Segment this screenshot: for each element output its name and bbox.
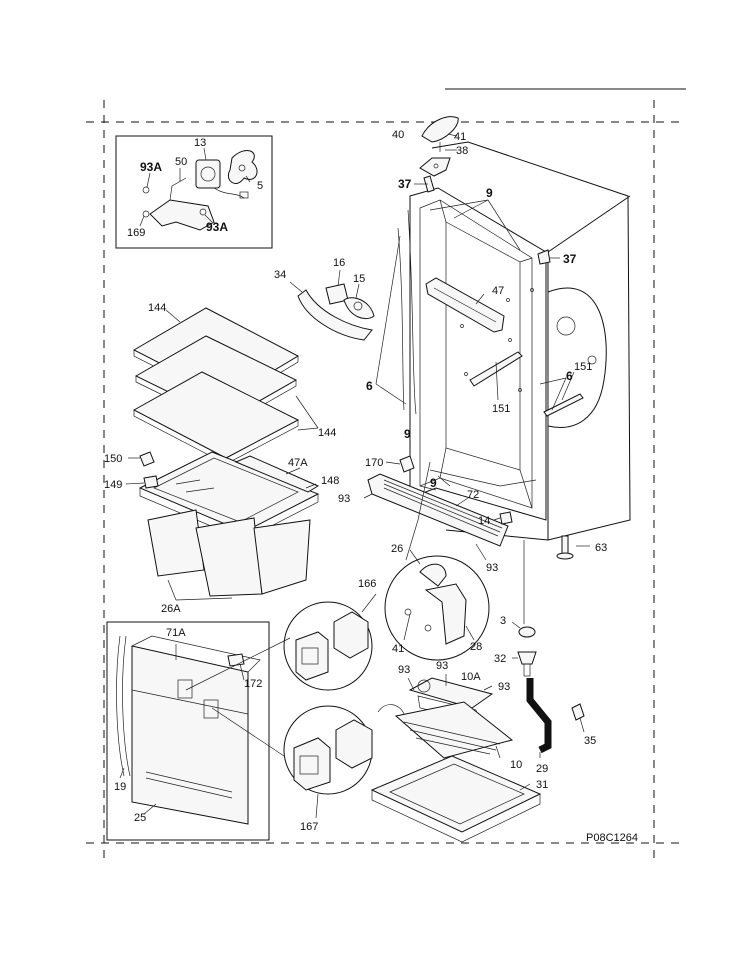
callout-93: 93: [436, 660, 448, 672]
control-detail-167: [283, 705, 373, 819]
inset-fan-motor: [115, 135, 273, 249]
callout-16: 16: [333, 257, 345, 269]
callout-93A: 93A: [206, 220, 228, 234]
callout-9: 9: [486, 186, 493, 200]
callout-26: 26: [391, 543, 403, 555]
callout-32: 32: [494, 653, 506, 665]
callout-38: 38: [456, 145, 468, 157]
callout-6: 6: [566, 369, 573, 383]
callout-15: 15: [353, 273, 365, 285]
callout-37: 37: [563, 252, 577, 266]
callout-25: 25: [134, 812, 146, 824]
callout-169: 169: [127, 227, 145, 239]
callout-47: 47: [492, 285, 504, 297]
callout-50: 50: [175, 156, 187, 168]
toe-grille: [363, 455, 513, 561]
dashed-frame: [86, 100, 684, 862]
callout-41: 41: [454, 131, 466, 143]
crisper-drawers: [147, 509, 311, 601]
callout-149: 149: [104, 479, 122, 491]
callout-19: 19: [114, 781, 126, 793]
drain-pan-assembly: [370, 674, 542, 843]
callout-151: 151: [492, 403, 510, 415]
callout-93: 93: [486, 562, 498, 574]
callout-172: 172: [244, 678, 262, 690]
control-detail-166: [283, 593, 377, 691]
callout-93: 93: [338, 493, 350, 505]
cabinet: [397, 141, 631, 541]
callout-47A: 47A: [288, 457, 308, 469]
light-assembly: [289, 269, 375, 341]
drawing-code: P08C1264: [586, 832, 638, 844]
callout-93: 93: [498, 681, 510, 693]
callout-6: 6: [366, 379, 373, 393]
callout-10A: 10A: [461, 671, 481, 683]
callout-148: 148: [321, 475, 339, 487]
cabinet-leaders: [375, 199, 575, 487]
drain-parts: [511, 540, 585, 758]
callout-34: 34: [274, 269, 286, 281]
callout-10: 10: [510, 759, 522, 771]
bottom-hinge-detail: [384, 461, 490, 661]
callout-3: 3: [500, 615, 506, 627]
callout-labels: 40 41 38 37 9 37 34 16 15 47 6 6 151 151…: [104, 129, 638, 844]
callout-37: 37: [398, 177, 412, 191]
callout-5: 5: [257, 180, 263, 192]
callout-167: 167: [300, 821, 318, 833]
callout-71A: 71A: [166, 627, 186, 639]
callout-9: 9: [404, 427, 411, 441]
wire-shelves: [132, 307, 319, 465]
callout-40: 40: [392, 129, 404, 141]
callout-41: 41: [392, 643, 404, 655]
callout-14: 14: [478, 515, 490, 527]
top-hinge: [414, 116, 560, 265]
callout-170: 170: [365, 457, 383, 469]
callout-13: 13: [194, 137, 206, 149]
callout-63: 63: [595, 542, 607, 554]
crisper-cover: [138, 451, 320, 541]
callout-72: 72: [467, 489, 479, 501]
leveling-leg: [556, 535, 590, 560]
inset-control-panel: [106, 621, 291, 841]
callout-144: 144: [318, 427, 336, 439]
callout-31: 31: [536, 779, 548, 791]
callout-28: 28: [470, 641, 482, 653]
callout-166: 166: [358, 578, 376, 590]
callout-93: 93: [398, 664, 410, 676]
callout-35: 35: [584, 735, 596, 747]
callout-150: 150: [104, 453, 122, 465]
callout-26A: 26A: [161, 603, 181, 615]
callout-151: 151: [574, 361, 592, 373]
callout-144: 144: [148, 302, 166, 314]
callout-9: 9: [430, 476, 437, 490]
callout-93A: 93A: [140, 160, 162, 174]
callout-29: 29: [536, 763, 548, 775]
shelf-supports: [125, 451, 159, 489]
